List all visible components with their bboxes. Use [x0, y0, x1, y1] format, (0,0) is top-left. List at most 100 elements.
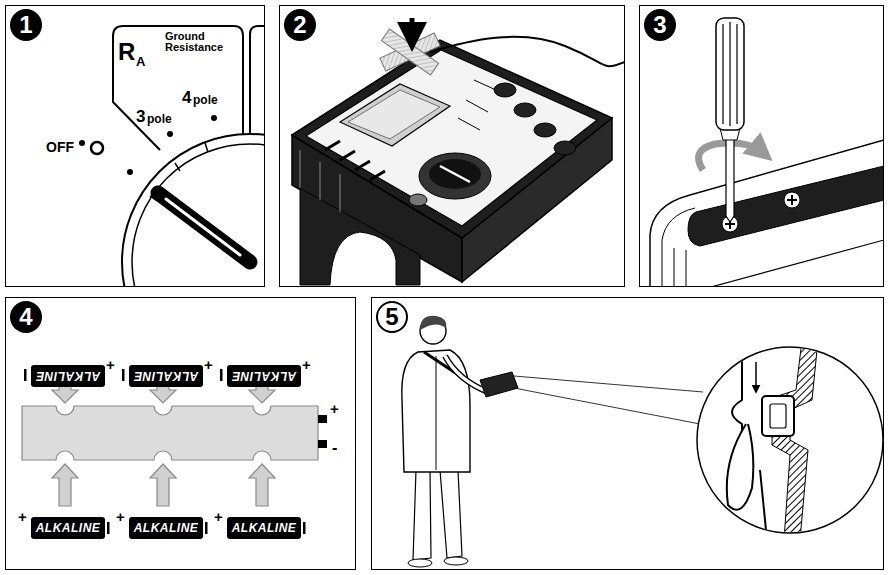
battery-brand: ALKALINE: [36, 521, 101, 535]
selector-dial: [79, 140, 85, 146]
selector-dial: [91, 142, 103, 154]
selector-dial: [79, 26, 265, 287]
battery-brand: ALKALINE: [134, 369, 199, 383]
selector-dial: [250, 26, 265, 135]
selector-dial: [113, 26, 243, 150]
carrying-person: [402, 350, 470, 472]
mode-name: Ground Resistance: [165, 31, 240, 53]
polarity-sign: +: [302, 357, 311, 372]
battery-cover: [787, 195, 797, 205]
meter-device: [292, 18, 625, 285]
polarity-sign: +: [204, 357, 213, 372]
minus-terminal: [24, 369, 27, 381]
battery-cover: [674, 248, 675, 287]
meter-device: [430, 37, 625, 67]
selector-dial: [167, 131, 173, 137]
step-panel: 4ALKALINE ALKALINE ALKALINE ALKALINE ALKALIN…: [5, 297, 356, 570]
mode-subscript: A: [136, 55, 145, 68]
pole-count: 4: [182, 89, 191, 106]
magnified-clip: [755, 362, 757, 392]
magnified-clip: [727, 424, 754, 510]
meter-device: [458, 80, 496, 130]
meter-device: [534, 123, 556, 137]
magnified-clip: [772, 340, 818, 540]
pole-unit: pole: [147, 113, 172, 125]
callout-number: 5: [376, 301, 408, 333]
carrying-person: [436, 356, 437, 470]
minus-terminal: [303, 522, 306, 534]
carrying-person: [440, 470, 462, 558]
carrying-person: [420, 316, 446, 330]
magnified-clip: [760, 470, 800, 542]
meter-device: [554, 141, 576, 155]
meter-device: [306, 50, 597, 226]
selector-dial: [132, 144, 265, 287]
polarity-sign: +: [18, 509, 27, 524]
battery-cover: [686, 250, 687, 287]
battery-cover: [650, 140, 884, 287]
selector-dial: [122, 134, 265, 287]
callout-number: 1: [10, 9, 42, 41]
meter-device: [409, 194, 427, 206]
selector-dial: [175, 163, 180, 171]
insert-arrow: [150, 464, 176, 506]
step-panel: 3: [639, 5, 884, 287]
battery-cell: ALKALINE: [227, 365, 301, 387]
polarity-sign: -: [332, 440, 337, 456]
battery-holder: [318, 415, 327, 423]
carrying-person: [413, 470, 431, 560]
battery-cell: ALKALINE: [129, 517, 203, 539]
battery-brand: ALKALINE: [134, 521, 199, 535]
meter-device: [514, 103, 536, 117]
battery-brand: ALKALINE: [36, 369, 101, 383]
selector-dial: [166, 199, 240, 255]
meter-device: [494, 83, 516, 97]
selector-dial: [127, 169, 133, 175]
carrying-person: [514, 388, 700, 424]
polarity-sign: +: [330, 401, 339, 416]
battery-cover: [650, 18, 884, 287]
battery-cover: [688, 166, 884, 246]
meter-device: [292, 40, 612, 238]
minus-terminal: [220, 369, 223, 381]
battery-cell: ALKALINE: [227, 517, 301, 539]
battery-cover: [726, 138, 734, 222]
carrying-person: [445, 356, 488, 392]
polarity-sign: +: [106, 357, 115, 372]
battery-cover: [700, 240, 884, 287]
battery-brand: ALKALINE: [232, 521, 297, 535]
callout-number: 4: [10, 301, 42, 333]
meter-device: [340, 84, 450, 146]
battery-cell: ALKALINE: [31, 365, 105, 387]
minus-terminal: [107, 522, 110, 534]
meter-device: [440, 166, 470, 182]
battery-holder: [318, 440, 327, 448]
minus-terminal: [122, 369, 125, 381]
carrying-person: [514, 376, 703, 392]
polarity-sign: +: [116, 509, 125, 524]
magnified-clip: [762, 396, 794, 436]
magnified-clip: [697, 340, 883, 542]
carrying-person: [444, 557, 468, 565]
insert-arrow: [249, 464, 275, 506]
meter-device: [419, 153, 491, 199]
callout-number: 2: [284, 9, 316, 41]
minus-terminal: [205, 522, 208, 534]
step-panel: 5: [371, 297, 884, 570]
mode-letter: R: [118, 40, 135, 64]
battery-holder: [22, 406, 327, 460]
battery-cell: ALKALINE: [31, 517, 105, 539]
battery-cover: [716, 18, 744, 130]
meter-device: [429, 159, 481, 189]
selector-dial: [211, 115, 217, 121]
selector-dial: [158, 193, 250, 262]
pole-unit: pole: [193, 94, 218, 106]
pole-count: 3: [136, 108, 145, 125]
battery-cell: ALKALINE: [129, 365, 203, 387]
callout-number: 3: [644, 9, 676, 41]
carrying-person: [408, 559, 432, 567]
meter-device: [410, 18, 415, 46]
polarity-sign: +: [214, 509, 223, 524]
magnified-clip: [770, 404, 786, 428]
meter-device: [300, 188, 420, 285]
